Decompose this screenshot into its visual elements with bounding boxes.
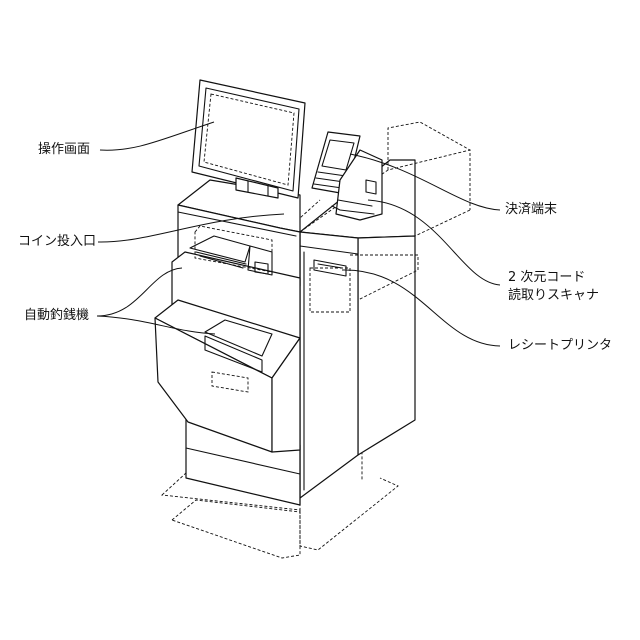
label-coin-slot: コイン投入口 [18,234,96,250]
label-screen: 操作画面 [38,142,90,158]
label-scanner-line1: 2 次元コード [508,270,585,286]
label-changer: 自動釣銭機 [24,308,89,324]
label-scanner-line2: 読取りスキャナ [508,288,599,304]
label-receipt-printer: レシートプリンタ [508,338,612,354]
payment-terminal [312,132,382,220]
label-payment-terminal: 決済端末 [505,202,557,218]
